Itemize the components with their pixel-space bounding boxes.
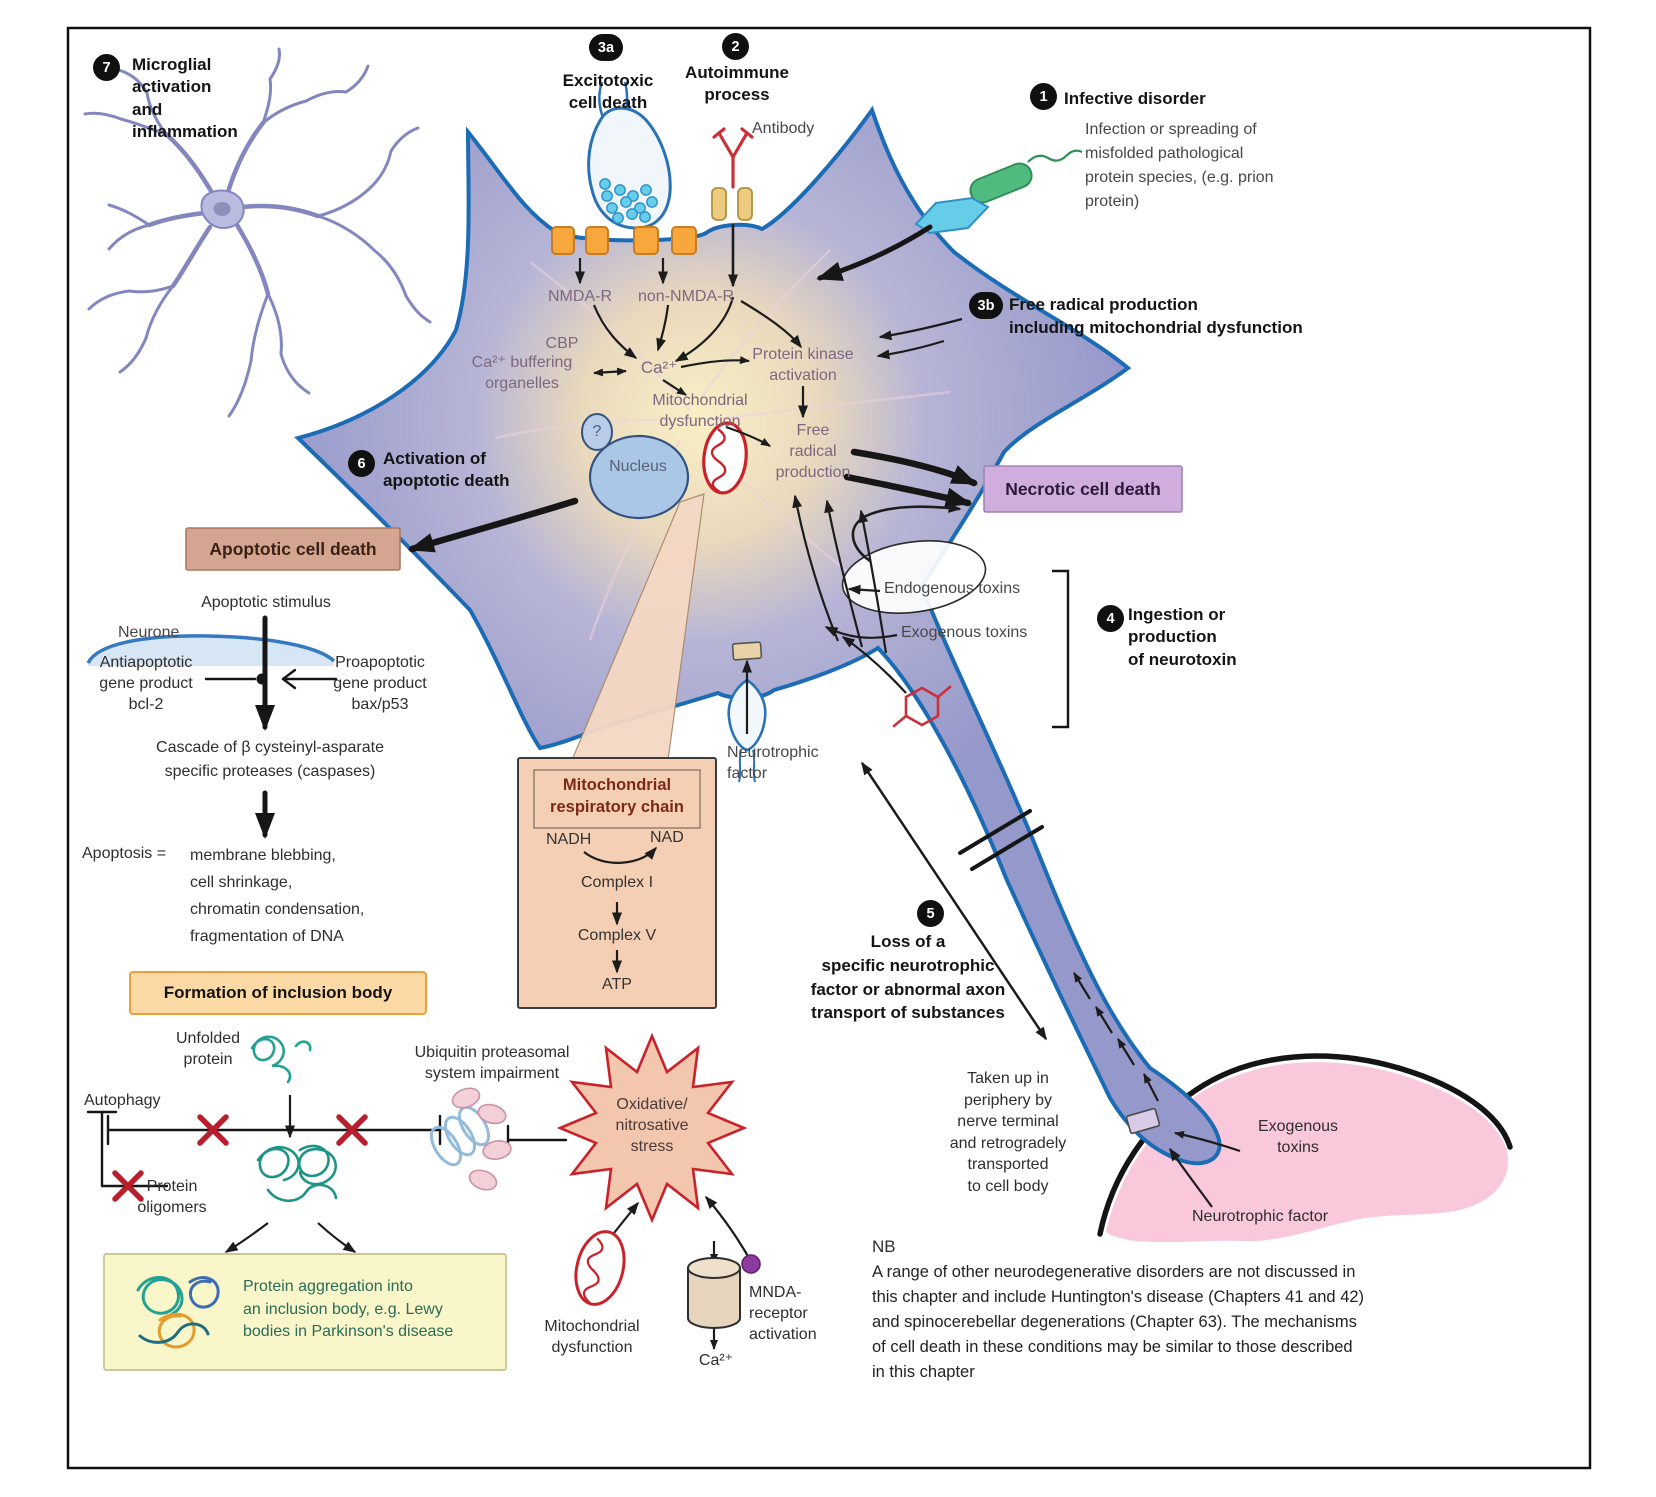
glutamate-receptors (551, 226, 697, 255)
protein-kinase-label: Protein kinase activation (752, 346, 854, 385)
formation-box-label: Formation of inclusion body (163, 983, 393, 1002)
toxin-vesicle (841, 540, 987, 614)
calcium-bottom-label: Ca²⁺ (698, 1352, 734, 1369)
ca-buffering-label: Ca²⁺ buffering organelles (471, 354, 573, 393)
antibody-receptors (711, 187, 753, 221)
toxin-bracket (1052, 569, 1070, 729)
apoptotic-box-bg (185, 527, 401, 571)
inclusion-body-tangle-icon (136, 1276, 220, 1349)
exogenous-blob-label: Exogenous toxins (1257, 1118, 1339, 1157)
question-mark-label: ? (592, 423, 602, 440)
apoptosis-features-label: membrane blebbing, cell shrinkage, chrom… (190, 847, 365, 945)
antiapoptotic-label: Antiapoptotic gene product bcl-2 (99, 654, 193, 714)
neurotoxin-molecule-icon (892, 685, 952, 728)
mnda-receptor-label: MNDA- receptor activation (749, 1284, 817, 1344)
microglia-icon (83, 47, 432, 418)
protein-oligomers-icon (256, 1144, 338, 1203)
prion-icon (914, 196, 990, 235)
cbp-label: CBP (545, 335, 579, 352)
unfolded-protein-icon (250, 1035, 312, 1084)
muscle-tissue-blob (1097, 1053, 1513, 1243)
mito-dysfunction-label: Mitochondrial dysfunction (652, 392, 748, 431)
excitotoxic-label: Excitotoxic cell death (562, 71, 654, 113)
oxidative-stress-label: Oxidative/ nitrosative stress (615, 1096, 689, 1156)
autoimmune-label: Autoimmune process (685, 63, 789, 105)
synapse-icon (551, 81, 697, 255)
synaptic-vesicles (599, 178, 658, 224)
activation-apoptotic-label: Activation of apoptotic death (383, 449, 510, 491)
bacterium-icon (969, 149, 1083, 204)
badge-2: 2 (722, 33, 749, 60)
infective-desc: Infection or spreading of misfolded path… (1085, 121, 1274, 210)
apoptosis-equals-label: Apoptosis = (82, 845, 167, 862)
apoptotic-stimulus-label: Apoptotic stimulus (201, 594, 331, 611)
nmda-receptor-label: NMDA-R (548, 288, 612, 305)
magnesium-block-dot (741, 1254, 761, 1274)
neurone-label: Neurone (118, 624, 180, 641)
unfolded-protein-label: Unfolded protein (175, 1030, 241, 1069)
nb-text: A range of other neurodegenerative disor… (872, 1263, 1365, 1382)
mitochondrion-icon (702, 421, 748, 495)
respiratory-title: Mitochondrial respiratory chain (550, 776, 684, 816)
free-radical-3b-label: Free radical production including mitoch… (1009, 295, 1303, 337)
unknown-organelle (581, 413, 613, 451)
ingestion-label: Ingestion or production of neurotoxin (1128, 605, 1237, 669)
microglial-label: Microglial activation and inflammation (132, 55, 238, 142)
aggregation-label: Protein aggregation into an inclusion bo… (243, 1278, 454, 1341)
complex1-label: Complex I (580, 874, 654, 891)
respiratory-title-frame (533, 769, 701, 829)
necrotic-box-bg (983, 465, 1183, 513)
nadh-label: NADH (546, 831, 592, 848)
formation-box-bg (129, 971, 427, 1015)
free-radical-label: Free radical production (775, 422, 851, 482)
mito-dysfunction-bottom-label: Mitochondrial dysfunction (544, 1318, 640, 1357)
caspase-cascade-label: Cascade of β cysteinyl-asparate specific… (156, 739, 384, 780)
nmda-channel-icon (687, 1254, 761, 1329)
badge-3b: 3b (969, 292, 1003, 319)
oxidative-stress-starburst (556, 1032, 748, 1224)
complex5-label: Complex V (577, 927, 657, 944)
mitochondrion-bottom-icon (574, 1230, 626, 1306)
inclusion-box-bg (103, 1253, 507, 1371)
nucleus-label: Nucleus (609, 458, 667, 475)
endogenous-toxins-label: Endogenous toxins (884, 580, 1021, 597)
nad-label: NAD (650, 829, 684, 846)
taken-up-label: Taken up in periphery by nerve terminal … (949, 1070, 1067, 1195)
apoptotic-box-label: Apoptotic cell death (209, 539, 377, 559)
infective-title: Infective disorder (1064, 89, 1206, 108)
badge-7: 7 (93, 54, 120, 81)
antibody-label: Antibody (752, 120, 815, 137)
ubiquitin-blobs-icon (451, 1087, 512, 1191)
figure-frame (66, 26, 1592, 1470)
neuron-cell-body (294, 105, 1222, 1166)
exogenous-toxins-label: Exogenous toxins (901, 624, 1028, 641)
neurotrophic-loss-label: Loss of a specific neurotrophic factor o… (810, 932, 1006, 1023)
protein-oligomers-label: Protein oligomers (137, 1178, 207, 1217)
proapoptotic-label: Proapoptotic gene product bax/p53 (333, 654, 427, 714)
terminal-receptor (1125, 1107, 1161, 1135)
neurone-membrane-icon (86, 634, 336, 666)
calcium-label: Ca²⁺ (640, 358, 678, 377)
autophagy-label: Autophagy (84, 1092, 161, 1109)
nucleus-shape (588, 434, 690, 520)
badge-5: 5 (917, 900, 944, 927)
neurotrophic-blob-label: Neurotrophic factor (1192, 1208, 1329, 1225)
respiratory-box-bg (517, 757, 717, 1009)
blocked-x-icons (112, 1114, 368, 1202)
neurotrophic-factor-mid-label: Neurotrophic factor (727, 744, 819, 783)
ubiquitin-label: Ubiquitin proteasomal system impairment (414, 1044, 570, 1083)
necrotic-box-label: Necrotic cell death (1005, 479, 1161, 499)
atp-label: ATP (602, 976, 632, 993)
axon-break-marks (958, 809, 1044, 871)
non-nmda-receptor-label: non-NMDA-R (637, 288, 735, 305)
badge-1: 1 (1030, 83, 1057, 110)
badge-6: 6 (348, 450, 375, 477)
badge-4: 4 (1097, 605, 1124, 632)
antibody-icon (711, 127, 754, 221)
badge-3a: 3a (589, 34, 623, 61)
nb-title: NB (872, 1237, 896, 1256)
bcl2-bax-connectors (204, 668, 338, 690)
